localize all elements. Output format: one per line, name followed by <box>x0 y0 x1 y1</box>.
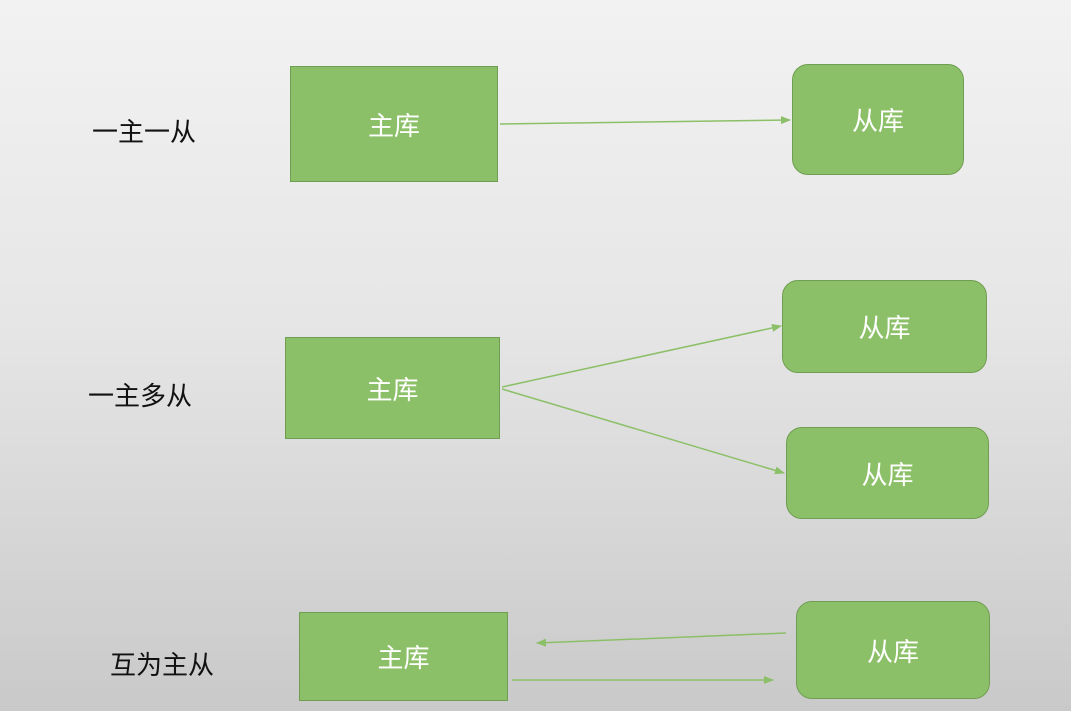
slave-db-node-2b: 从库 <box>786 427 989 519</box>
row-label-one-master-one-slave: 一主一从 <box>92 118 197 148</box>
slave-db-node-2a: 从库 <box>782 280 987 373</box>
row-label-mutual-master-slave: 互为主从 <box>110 651 215 681</box>
arrow-master2-to-slave2a <box>501 324 782 388</box>
row-label-one-master-multi-slave: 一主多从 <box>88 382 193 412</box>
master-db-node-3: 主库 <box>299 612 508 701</box>
arrow-master2-to-slave2b <box>501 388 785 475</box>
arrow-slave3-to-master3 <box>536 632 787 647</box>
slave-db-node-1: 从库 <box>792 64 964 175</box>
slave-db-node-3: 从库 <box>796 601 990 699</box>
master-db-node-1: 主库 <box>290 66 498 182</box>
master-db-node-2: 主库 <box>285 337 500 439</box>
arrow-master1-to-slave1 <box>499 116 791 125</box>
